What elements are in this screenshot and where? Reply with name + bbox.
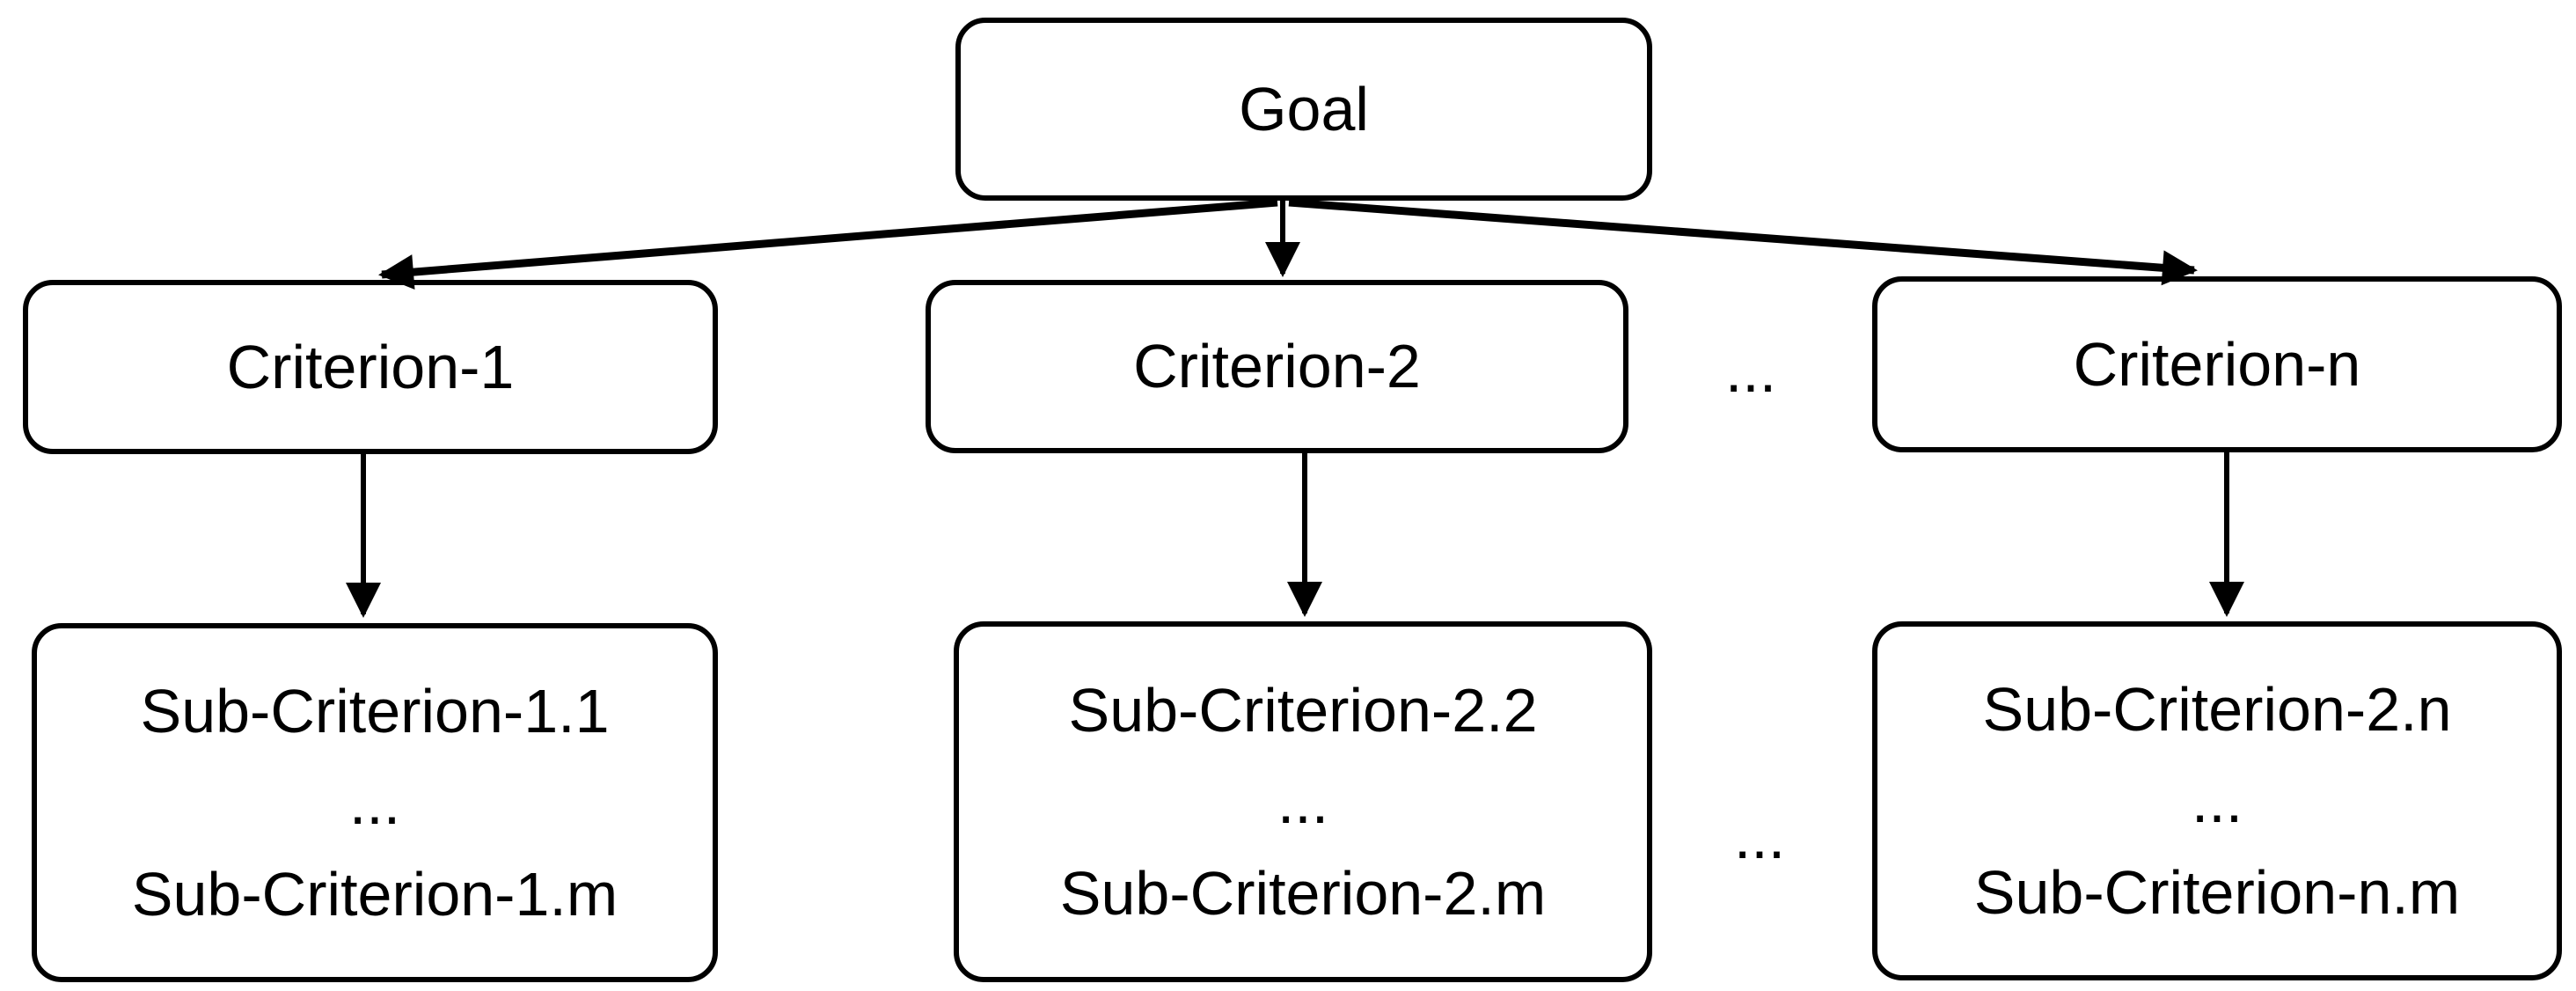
criteria-row-ellipsis: ...: [1724, 336, 1777, 405]
sub-criterion-2-line-1: Sub-Criterion-2.2: [1068, 676, 1538, 745]
criterion-1-node: Criterion-1: [23, 280, 718, 454]
arrow-goal-to-criterion-n-icon: [1288, 198, 2198, 286]
sub-criterion-1-ellipsis: ...: [348, 768, 401, 837]
goal-node: Goal: [955, 18, 1652, 201]
sub-criterion-2-node: Sub-Criterion-2.2 ... Sub-Criterion-2.m: [954, 621, 1652, 982]
sub-criterion-1-line-2: Sub-Criterion-1.m: [131, 860, 618, 929]
sub-criterion-n-line-1: Sub-Criterion-2.n: [1982, 675, 2452, 744]
sub-criterion-n-node: Sub-Criterion-2.n ... Sub-Criterion-n.m: [1872, 621, 2562, 980]
sub-criterion-1-line-1: Sub-Criterion-1.1: [140, 677, 610, 745]
criterion-2-node: Criterion-2: [926, 280, 1628, 453]
sub-row-ellipsis: ...: [1733, 803, 1786, 871]
sub-criterion-2-ellipsis: ...: [1277, 767, 1329, 836]
criterion-n-node: Criterion-n: [1872, 276, 2562, 452]
sub-criterion-1-node: Sub-Criterion-1.1 ... Sub-Criterion-1.m: [32, 623, 718, 982]
sub-criterion-n-ellipsis: ...: [2191, 767, 2243, 835]
criterion-n-label: Criterion-n: [2073, 329, 2361, 399]
sub-criterion-2-line-2: Sub-Criterion-2.m: [1059, 859, 1547, 928]
arrow-goal-to-criterion-1-icon: [378, 198, 1278, 290]
goal-label: Goal: [1239, 74, 1369, 143]
criterion-1-label: Criterion-1: [226, 332, 515, 401]
sub-criterion-n-line-2: Sub-Criterion-n.m: [1973, 858, 2461, 927]
criterion-2-label: Criterion-2: [1133, 332, 1421, 400]
